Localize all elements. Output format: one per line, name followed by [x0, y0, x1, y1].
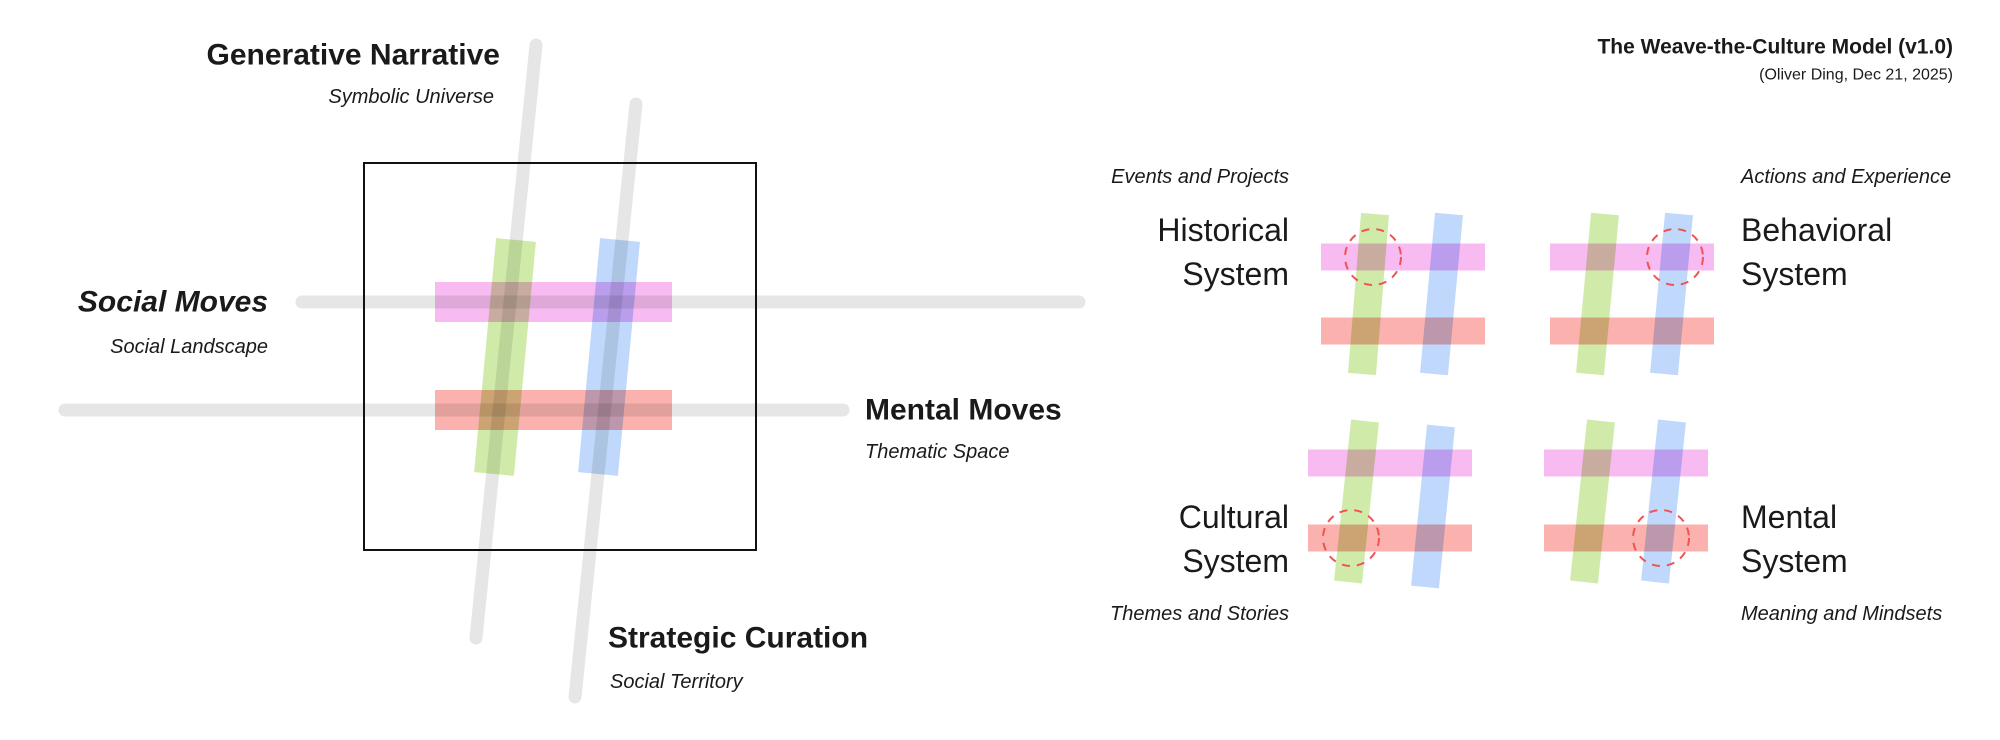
green-bar	[474, 238, 536, 476]
behavioral-caption: Actions and Experience	[1740, 166, 1951, 188]
cultural-name-line1: Cultural	[1179, 499, 1289, 535]
behavioral-blue-bar	[1650, 212, 1693, 376]
blue-bar	[578, 238, 640, 476]
focus-frame	[363, 162, 757, 551]
cultural-name-line2: System	[1182, 543, 1289, 579]
mental-highlight-circle	[1632, 509, 1690, 567]
generative-narrative-label: Generative Narrative	[207, 39, 501, 72]
cultural-blue-bar	[1411, 424, 1455, 589]
historical-name-line1: Historical	[1157, 212, 1289, 248]
cultural-green-bar	[1334, 419, 1379, 584]
historical-caption: Events and Projects	[1111, 166, 1289, 188]
model-subtitle: (Oliver Ding, Dec 21, 2025)	[1759, 67, 1953, 84]
mental-moves-label: Mental Moves	[865, 394, 1062, 427]
historical-highlight-circle	[1344, 228, 1402, 286]
cultural-caption: Themes and Stories	[1110, 603, 1289, 625]
mental-name-line1: Mental	[1741, 499, 1837, 535]
social-moves-label: Social Moves	[78, 286, 268, 319]
model-title: The Weave-the-Culture Model (v1.0)	[1597, 36, 1953, 59]
strategic-curation-label: Strategic Curation	[608, 622, 868, 655]
mental-green-bar	[1570, 419, 1615, 584]
mental-blue-bar	[1641, 419, 1686, 584]
historical-green-bar	[1348, 212, 1389, 376]
cultural-highlight-circle	[1322, 509, 1380, 567]
historical-name-line2: System	[1182, 256, 1289, 292]
behavioral-name-line2: System	[1741, 256, 1848, 292]
diagram-shapes	[58, 38, 1714, 704]
behavioral-green-bar	[1576, 212, 1619, 376]
historical-blue-bar	[1420, 212, 1463, 376]
mental-caption: Meaning and Mindsets	[1741, 603, 1942, 625]
mental-name-line2: System	[1741, 543, 1848, 579]
behavioral-name-line1: Behavioral	[1741, 212, 1892, 248]
behavioral-highlight-circle	[1646, 228, 1704, 286]
thematic-space-label: Thematic Space	[865, 441, 1010, 463]
social-territory-label: Social Territory	[610, 671, 744, 693]
social-landscape-label: Social Landscape	[110, 336, 268, 358]
symbolic-universe-label: Symbolic Universe	[328, 86, 494, 108]
